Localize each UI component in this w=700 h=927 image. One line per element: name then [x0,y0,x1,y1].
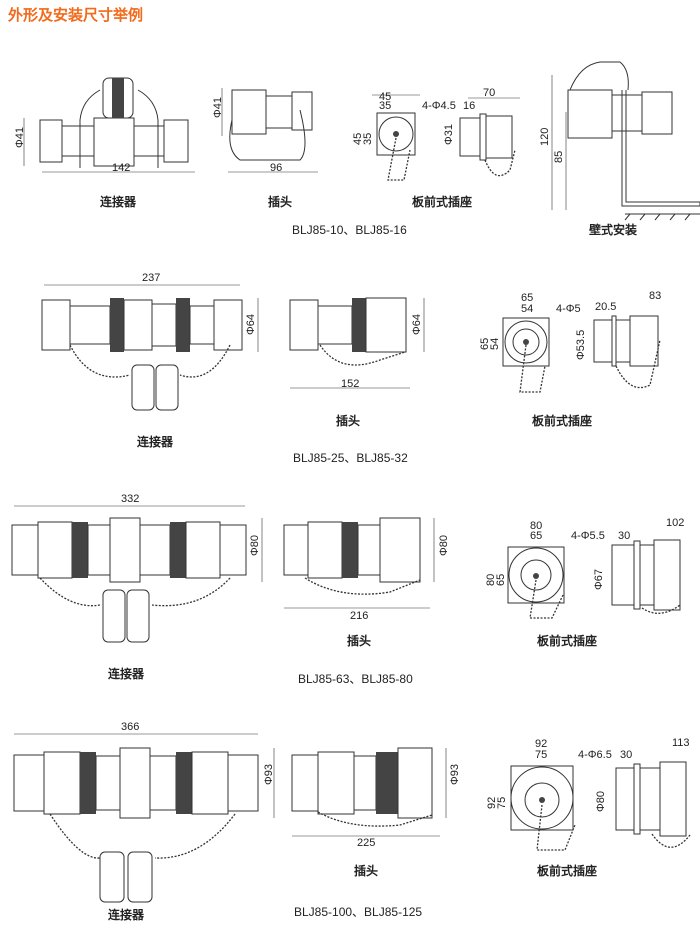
socket-flange-2: 20.5 [595,301,617,313]
socket-holes-2: 4-Φ5 [556,303,581,315]
connector-drawing-2 [41,284,259,411]
socket-flange-3: 30 [618,530,631,542]
model-label-2: BLJ85-25、BLJ85-32 [293,451,408,465]
model-label-1: BLJ85-10、BLJ85-16 [292,223,407,237]
socket-depth-4: 113 [672,737,690,749]
caption-plug-3: 插头 [347,634,372,648]
panel-socket-drawing-1 [372,94,520,181]
plug-length-2: 152 [341,378,360,390]
caption-socket-1: 板前式插座 [412,195,473,209]
connector-diameter-4: Φ93 [263,763,275,785]
plug-diameter-2: Φ64 [411,313,423,335]
plug-drawing-4 [291,747,447,837]
plug-drawing-2 [289,297,425,389]
connector-drawing-1 [23,77,195,173]
plug-length-4: 225 [357,837,376,849]
connector-diameter-1: Φ41 [14,126,26,148]
caption-wall-mount: 壁式安装 [589,223,638,237]
socket-outer-4: 92 [535,738,548,750]
caption-connector-3: 连接器 [108,667,145,681]
socket-inner-1: 35 [379,100,392,112]
wall-height-1: 120 [539,127,551,146]
caption-socket-3: 板前式插座 [537,634,598,648]
caption-plug-1: 插头 [268,195,293,209]
socket-diameter-3: Φ67 [593,568,605,590]
panel-socket-drawing-4 [510,761,691,851]
socket-depth-1: 70 [483,87,496,99]
socket-outer-1: 45 [379,91,392,103]
plug-drawing-1 [221,88,318,173]
socket-holes-3: 4-Φ5.5 [571,530,605,542]
connector-drawing-4 [13,733,275,903]
socket-outer-2: 65 [521,292,534,304]
caption-socket-2: 板前式插座 [532,414,593,428]
socket-holes-4: 4-Φ6.5 [578,749,612,761]
model-label-4: BLJ85-100、BLJ85-125 [294,905,423,919]
caption-plug-4: 插头 [354,864,379,878]
socket-flange-4: 30 [620,749,633,761]
plug-diameter-4: Φ93 [449,763,461,785]
connector-length-1: 142 [112,162,131,174]
socket-inner-4: 75 [535,749,548,761]
caption-connector-2: 连接器 [137,435,174,449]
socket-inner-2: 54 [521,303,534,315]
connector-length-3: 332 [121,493,140,505]
socket-diameter-4: Φ80 [595,790,607,812]
panel-socket-drawing-3 [507,539,681,619]
socket-v-inner-2: 54 [489,337,501,350]
plug-diameter-1: Φ41 [212,96,224,118]
caption-plug-2: 插头 [336,414,361,428]
plug-drawing-3 [283,517,435,609]
panel-socket-drawing-2 [502,315,661,393]
connector-diameter-3: Φ80 [249,534,261,556]
connector-drawing-3 [11,505,263,643]
socket-outer-3: 80 [530,520,543,532]
plug-diameter-3: Φ80 [438,534,450,556]
connector-diameter-2: Φ64 [245,313,257,335]
socket-depth-2: 83 [649,290,662,302]
caption-connector-1: 连接器 [100,195,137,209]
socket-v-inner-1: 35 [362,132,374,145]
socket-v-inner-4: 75 [496,796,508,809]
socket-diameter-1: Φ31 [443,123,455,145]
model-label-3: BLJ85-63、BLJ85-80 [298,672,413,686]
wall-height-2: 85 [553,150,565,163]
socket-depth-3: 102 [666,517,685,529]
plug-length-1: 96 [270,162,283,174]
caption-socket-4: 板前式插座 [537,864,598,878]
socket-diameter-2: Φ53.5 [575,329,587,360]
wall-mount-drawing [551,61,700,221]
caption-connector-4: 连接器 [108,908,145,922]
socket-holes-1: 4-Φ4.5 [422,100,456,112]
connector-length-4: 366 [121,721,140,733]
socket-flange-1: 16 [463,100,476,112]
plug-length-3: 216 [350,610,369,622]
connector-length-2: 237 [142,272,161,284]
page-title: 外形及安装尺寸举例 [8,7,144,24]
socket-v-inner-3: 65 [495,573,507,586]
socket-inner-3: 65 [530,530,543,542]
